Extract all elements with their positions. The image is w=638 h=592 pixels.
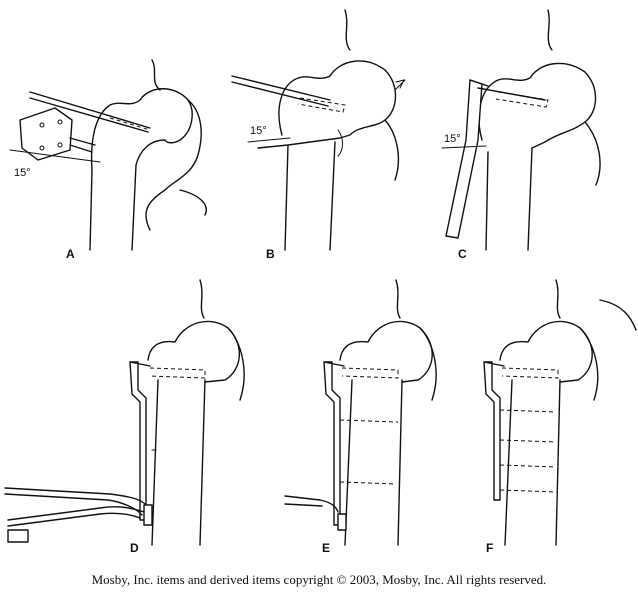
angle-label-c: 15°	[444, 133, 461, 145]
panel-label-b: B	[266, 247, 275, 261]
panel-d: D	[4, 279, 245, 555]
panel-label-e: E	[322, 541, 330, 555]
panel-label-d: D	[130, 541, 139, 555]
panel-e: E	[284, 279, 437, 555]
angle-label-a: 15°	[14, 167, 31, 179]
panel-label-a: A	[66, 247, 75, 261]
panel-c: 15° C	[441, 9, 601, 261]
panel-f: F	[483, 279, 637, 555]
surgical-illustration: 15° A 15° B 15° C	[4, 9, 637, 555]
panel-label-c: C	[458, 247, 467, 261]
panel-a: 15° A	[9, 59, 207, 261]
angle-label-b: 15°	[250, 125, 267, 137]
copyright-caption: Mosby, Inc. items and derived items copy…	[91, 572, 547, 587]
panel-b: 15° B	[231, 9, 406, 261]
panel-label-f: F	[486, 541, 493, 555]
